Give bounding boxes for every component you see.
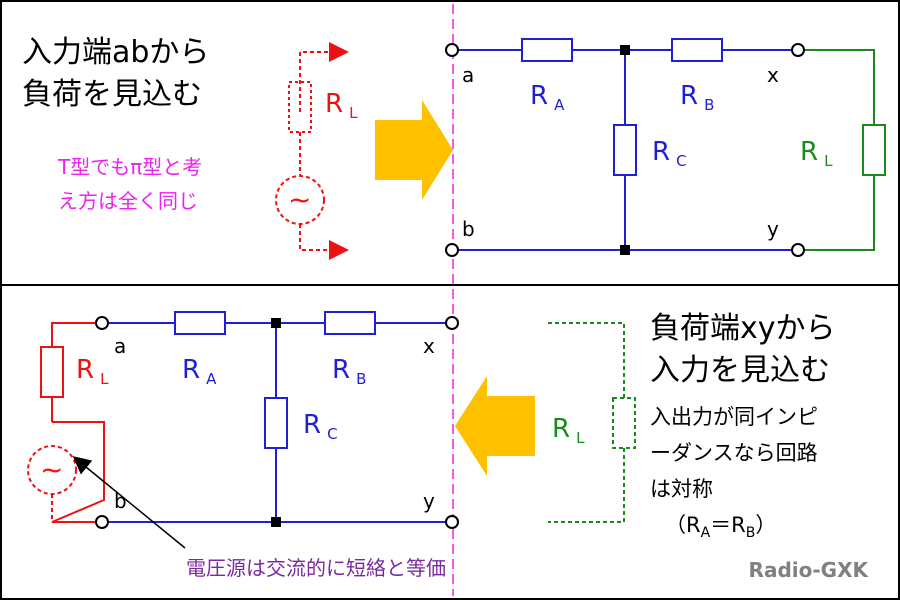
bottom-terminal-x: [445, 316, 459, 330]
bottom-terminal-a: [95, 316, 109, 330]
bottom-dashed-input-load: [548, 322, 636, 523]
top-resistor-rc: [613, 124, 637, 176]
top-note-line2: え方は全く同じ: [58, 189, 198, 213]
bottom-circuit: [108, 311, 446, 523]
bottom-label-y: y: [423, 489, 435, 513]
bottom-note-line2: ーダンスなら回路: [650, 441, 818, 465]
top-output-load: [804, 49, 886, 251]
bottom-label-x: x: [423, 334, 435, 358]
bottom-node-upper: [271, 318, 281, 328]
bottom-resistor-rc: [264, 397, 288, 449]
top-terminal-b: [445, 243, 459, 257]
top-dashed-source: [275, 42, 349, 260]
bottom-arrow-left: [455, 376, 535, 476]
top-resistor-ra: [521, 38, 573, 62]
bottom-dashed-load-resistor: [612, 397, 636, 449]
top-title-line2: 負荷を見込む: [22, 77, 202, 112]
annotation-arrow: [72, 456, 186, 549]
bottom-resistor-ra: [174, 311, 226, 335]
bottom-terminal-b: [95, 515, 109, 529]
top-label-x: x: [767, 63, 779, 87]
bottom-source-symbol: ~: [40, 453, 63, 486]
top-note-line1: T型でもπ型と考: [57, 155, 202, 179]
bottom-title-line1: 負荷端xyから: [650, 311, 836, 346]
top-node-upper: [620, 45, 630, 55]
bottom-symmetry-note: （RA＝RB）: [665, 513, 776, 541]
bottom-resistor-rb: [324, 311, 376, 335]
bottom-title-line2: 入力を見込む: [650, 353, 830, 388]
top-output-load-resistor: [862, 124, 886, 176]
bottom-node-lower: [271, 517, 281, 527]
bottom-terminal-y: [445, 515, 459, 529]
bottom-note-line1: 入出力が同インピ: [650, 405, 818, 429]
top-arrow-right: [375, 100, 453, 200]
top-label-a: a: [462, 63, 474, 87]
top-resistor-rb: [671, 38, 723, 62]
top-terminal-x: [791, 43, 805, 57]
top-title-line1: 入力端abから: [22, 35, 209, 70]
top-terminal-y: [791, 243, 805, 257]
top-label-b: b: [462, 217, 475, 241]
top-label-y: y: [767, 217, 779, 241]
bottom-note-line3: は対称: [650, 477, 713, 501]
watermark: Radio-GXK: [749, 558, 870, 582]
top-node-lower: [620, 245, 630, 255]
top-source-symbol: ~: [288, 183, 311, 216]
bottom-label-a: a: [114, 334, 126, 358]
bottom-annotation: 電圧源は交流的に短絡と等価: [186, 556, 446, 580]
top-terminal-a: [445, 43, 459, 57]
bottom-external-load-resistor: [40, 346, 64, 398]
bottom-external-source: [27, 322, 105, 523]
bottom-label-b: b: [114, 489, 127, 513]
top-circuit: [458, 38, 792, 251]
